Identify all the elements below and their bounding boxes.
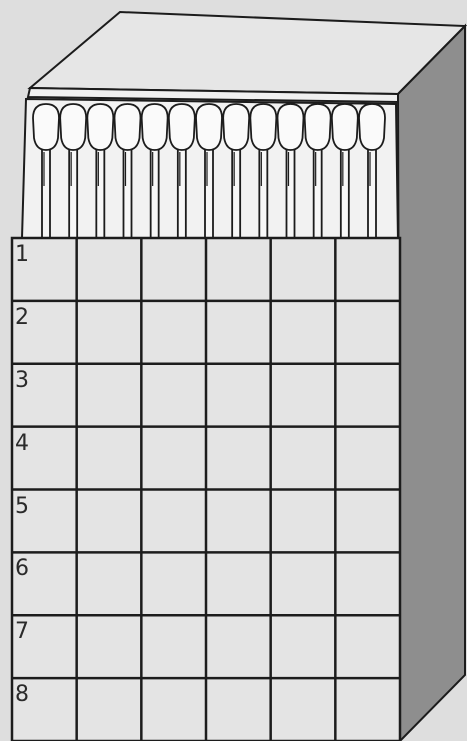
row-label-8: 8 bbox=[15, 684, 29, 706]
row-label-3: 3 bbox=[15, 370, 29, 392]
box-lid-top bbox=[30, 12, 465, 94]
box-side-face bbox=[398, 26, 465, 741]
row-label-1: 1 bbox=[15, 244, 29, 266]
row-label-2: 2 bbox=[15, 307, 29, 329]
row-label-4: 4 bbox=[15, 433, 29, 455]
row-label-6: 6 bbox=[15, 558, 29, 580]
row-label-5: 5 bbox=[15, 496, 29, 518]
row-label-7: 7 bbox=[15, 621, 29, 643]
